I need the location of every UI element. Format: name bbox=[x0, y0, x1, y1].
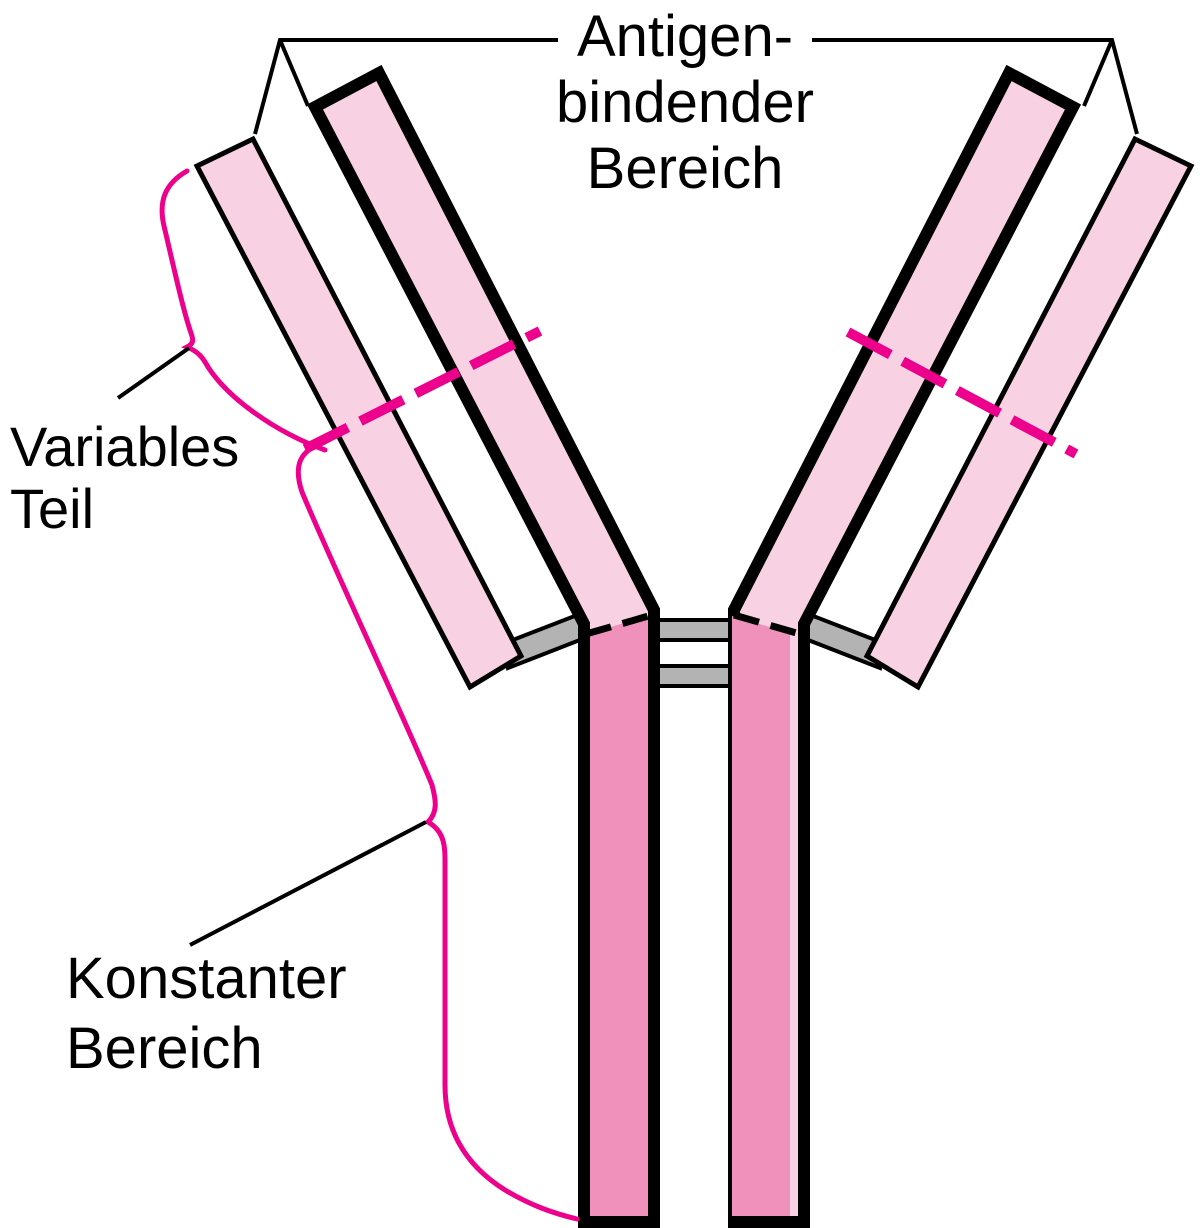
right-stem-constant-fill bbox=[732, 616, 790, 1216]
left-light-chain bbox=[193, 135, 525, 691]
disulfide-bond-bar-top bbox=[648, 618, 740, 642]
variables-brace bbox=[159, 168, 328, 453]
left-variable-boundary-dashed-line bbox=[302, 326, 543, 454]
right-variable-boundary-dashed-line bbox=[845, 327, 1079, 459]
variables-pointer-line bbox=[116, 346, 191, 400]
antigen-binding-region-label: Antigen- bindender Bereich bbox=[556, 4, 814, 201]
right-stem-boundary-dash bbox=[733, 611, 801, 638]
left-stem-boundary-dash bbox=[585, 611, 653, 638]
constant-region-label: Konstanter Bereich bbox=[66, 946, 347, 1081]
disulfide-bond-bar-bottom bbox=[648, 664, 740, 688]
konstanter-brace bbox=[295, 439, 580, 1222]
variable-part-label: Variables Teil bbox=[10, 415, 240, 540]
antigen-bracket-left bbox=[253, 38, 558, 135]
konstanter-pointer-line bbox=[189, 820, 427, 947]
antigen-bracket-right bbox=[812, 38, 1139, 135]
right-light-chain bbox=[863, 135, 1195, 691]
left-stem-constant-fill bbox=[590, 616, 648, 1216]
